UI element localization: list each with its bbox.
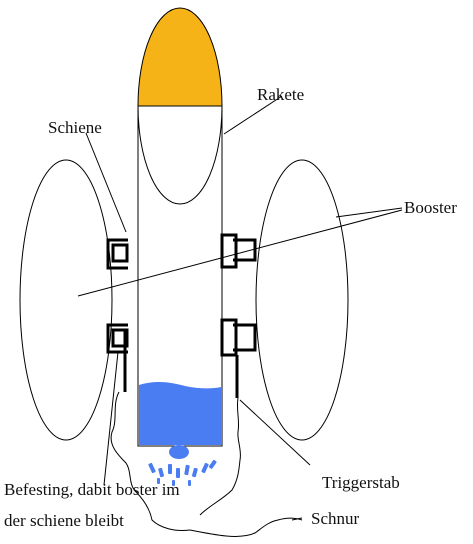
label-booster: Booster bbox=[404, 198, 457, 217]
exhaust-blob bbox=[169, 445, 189, 459]
label-rakete: Rakete bbox=[257, 85, 305, 104]
rails bbox=[106, 233, 257, 398]
fuel bbox=[139, 382, 221, 445]
label-triggerstab: Triggerstab bbox=[322, 473, 400, 492]
right-booster bbox=[255, 159, 349, 441]
exhaust-sparks bbox=[148, 459, 217, 486]
leader-lines bbox=[77, 95, 403, 521]
nose-cone bbox=[137, 7, 223, 107]
label-schnur: Schnur bbox=[311, 509, 360, 528]
label-befestigung-line2: der schiene bleibt bbox=[4, 511, 124, 530]
label-schiene: Schiene bbox=[48, 118, 102, 137]
flame-outline bbox=[110, 391, 303, 537]
label-befestigung-line1: Befesting, dabit boster im bbox=[4, 480, 180, 499]
left-booster bbox=[19, 159, 113, 441]
nose-ellipse-outline bbox=[137, 105, 223, 205]
